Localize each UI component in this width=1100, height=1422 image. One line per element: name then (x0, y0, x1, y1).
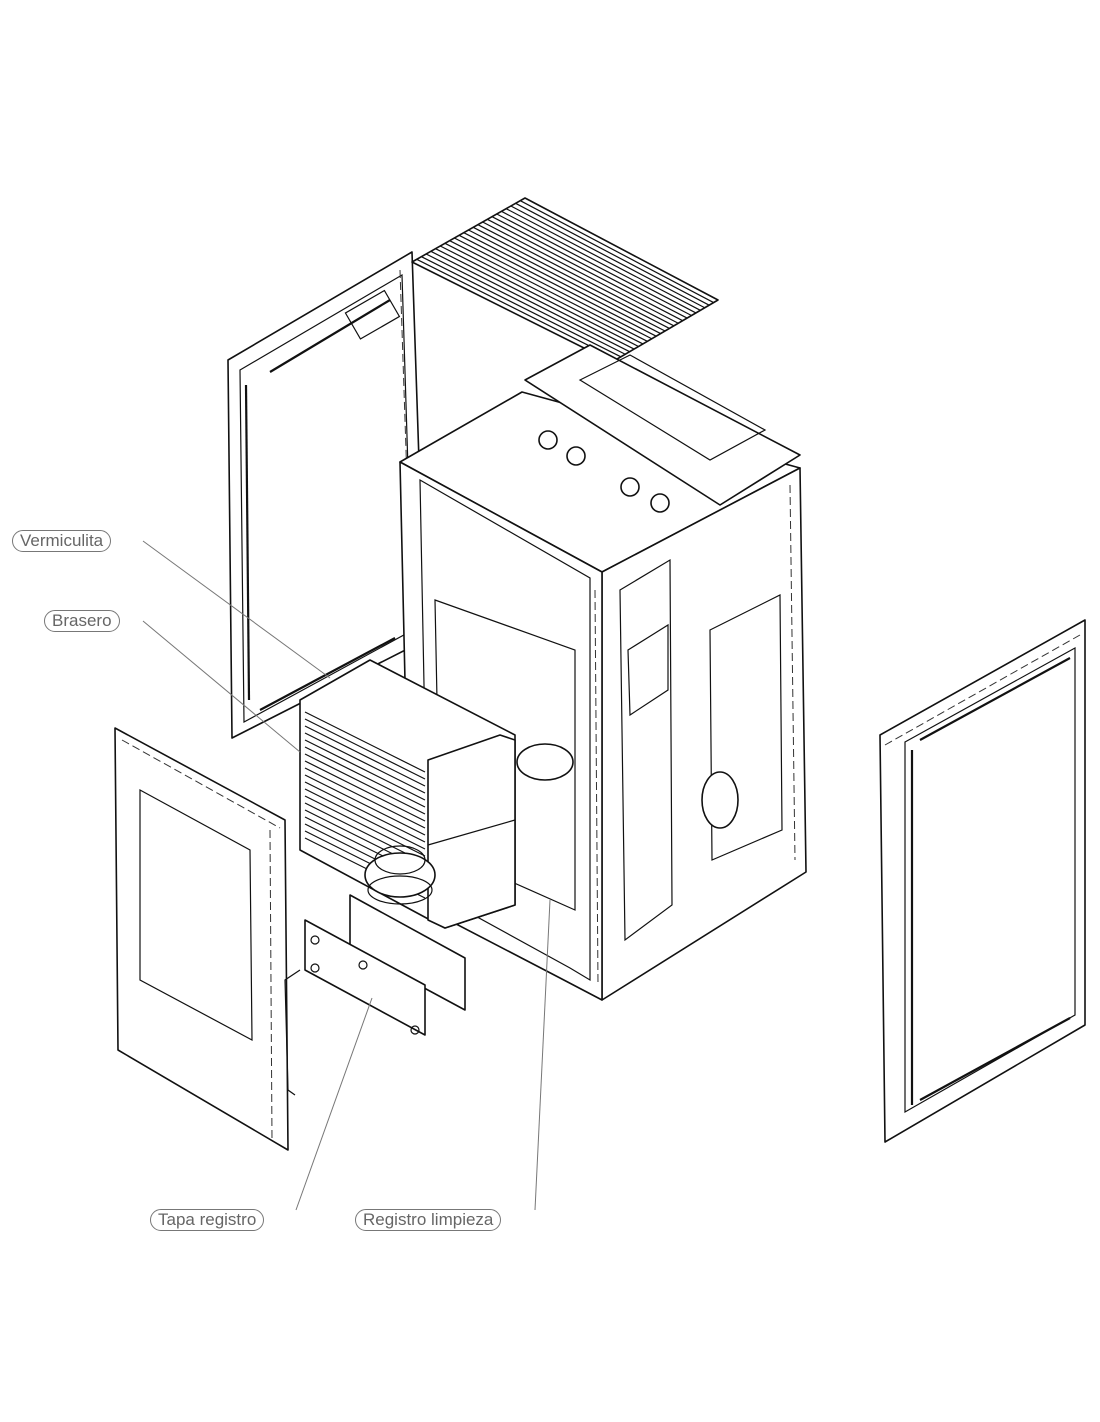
front-door (114, 727, 301, 1151)
vermiculite-slat (304, 725, 426, 787)
vermiculite-slat (304, 774, 426, 836)
grille-slat (510, 205, 706, 309)
grille-slat (430, 250, 630, 353)
vermiculite-slat (304, 711, 426, 773)
vermiculite-slat (304, 781, 426, 843)
grille-slat (435, 248, 635, 350)
brasero (364, 845, 436, 905)
vermiculite-slat (304, 767, 426, 829)
vermiculite-slat (304, 746, 426, 808)
grille-slat (515, 202, 710, 306)
grille-slat (449, 240, 648, 342)
label-vermiculita: Vermiculita (12, 530, 112, 552)
grille-slat (472, 226, 670, 329)
grille-slat (468, 229, 666, 332)
grille-slat (425, 253, 626, 355)
label-tapa-registro: Tapa registro (150, 1209, 265, 1231)
grille-slat (458, 234, 657, 337)
vermiculite-slat (304, 739, 426, 801)
grille-slat (454, 237, 653, 340)
label-brasero: Brasero (44, 610, 120, 632)
grille-slat (487, 218, 683, 322)
grille-slat (496, 213, 692, 317)
grille-slat (501, 210, 697, 314)
vermiculite-slat (304, 760, 426, 822)
grille-slat (491, 216, 688, 319)
leader-brasero (142, 620, 301, 753)
vermiculite-slat (304, 788, 426, 850)
grille-slat (520, 200, 714, 304)
leader-vermiculita (142, 540, 331, 679)
grille-slat (477, 224, 675, 327)
grille-slat (482, 221, 679, 324)
vermiculite-slat (304, 753, 426, 815)
tapa-registro-plates (304, 894, 466, 1036)
vermiculite-slat (304, 732, 426, 794)
leader-tapa-registro (295, 997, 373, 1211)
grille-slat (439, 245, 639, 348)
vermiculite-panels (299, 659, 516, 929)
vermiculite-slat (304, 718, 426, 780)
grille-slat (421, 256, 622, 358)
right-side-panel (879, 619, 1086, 1143)
top-grille-panel (411, 197, 719, 363)
leader-registro-limpieza (534, 899, 551, 1211)
left-side-panel (227, 251, 426, 739)
grille-slat (444, 242, 644, 345)
grille-slat (505, 208, 701, 311)
grille-slat (463, 232, 661, 335)
grille-slat (416, 258, 617, 360)
label-registro-limpieza: Registro limpieza (355, 1209, 502, 1231)
